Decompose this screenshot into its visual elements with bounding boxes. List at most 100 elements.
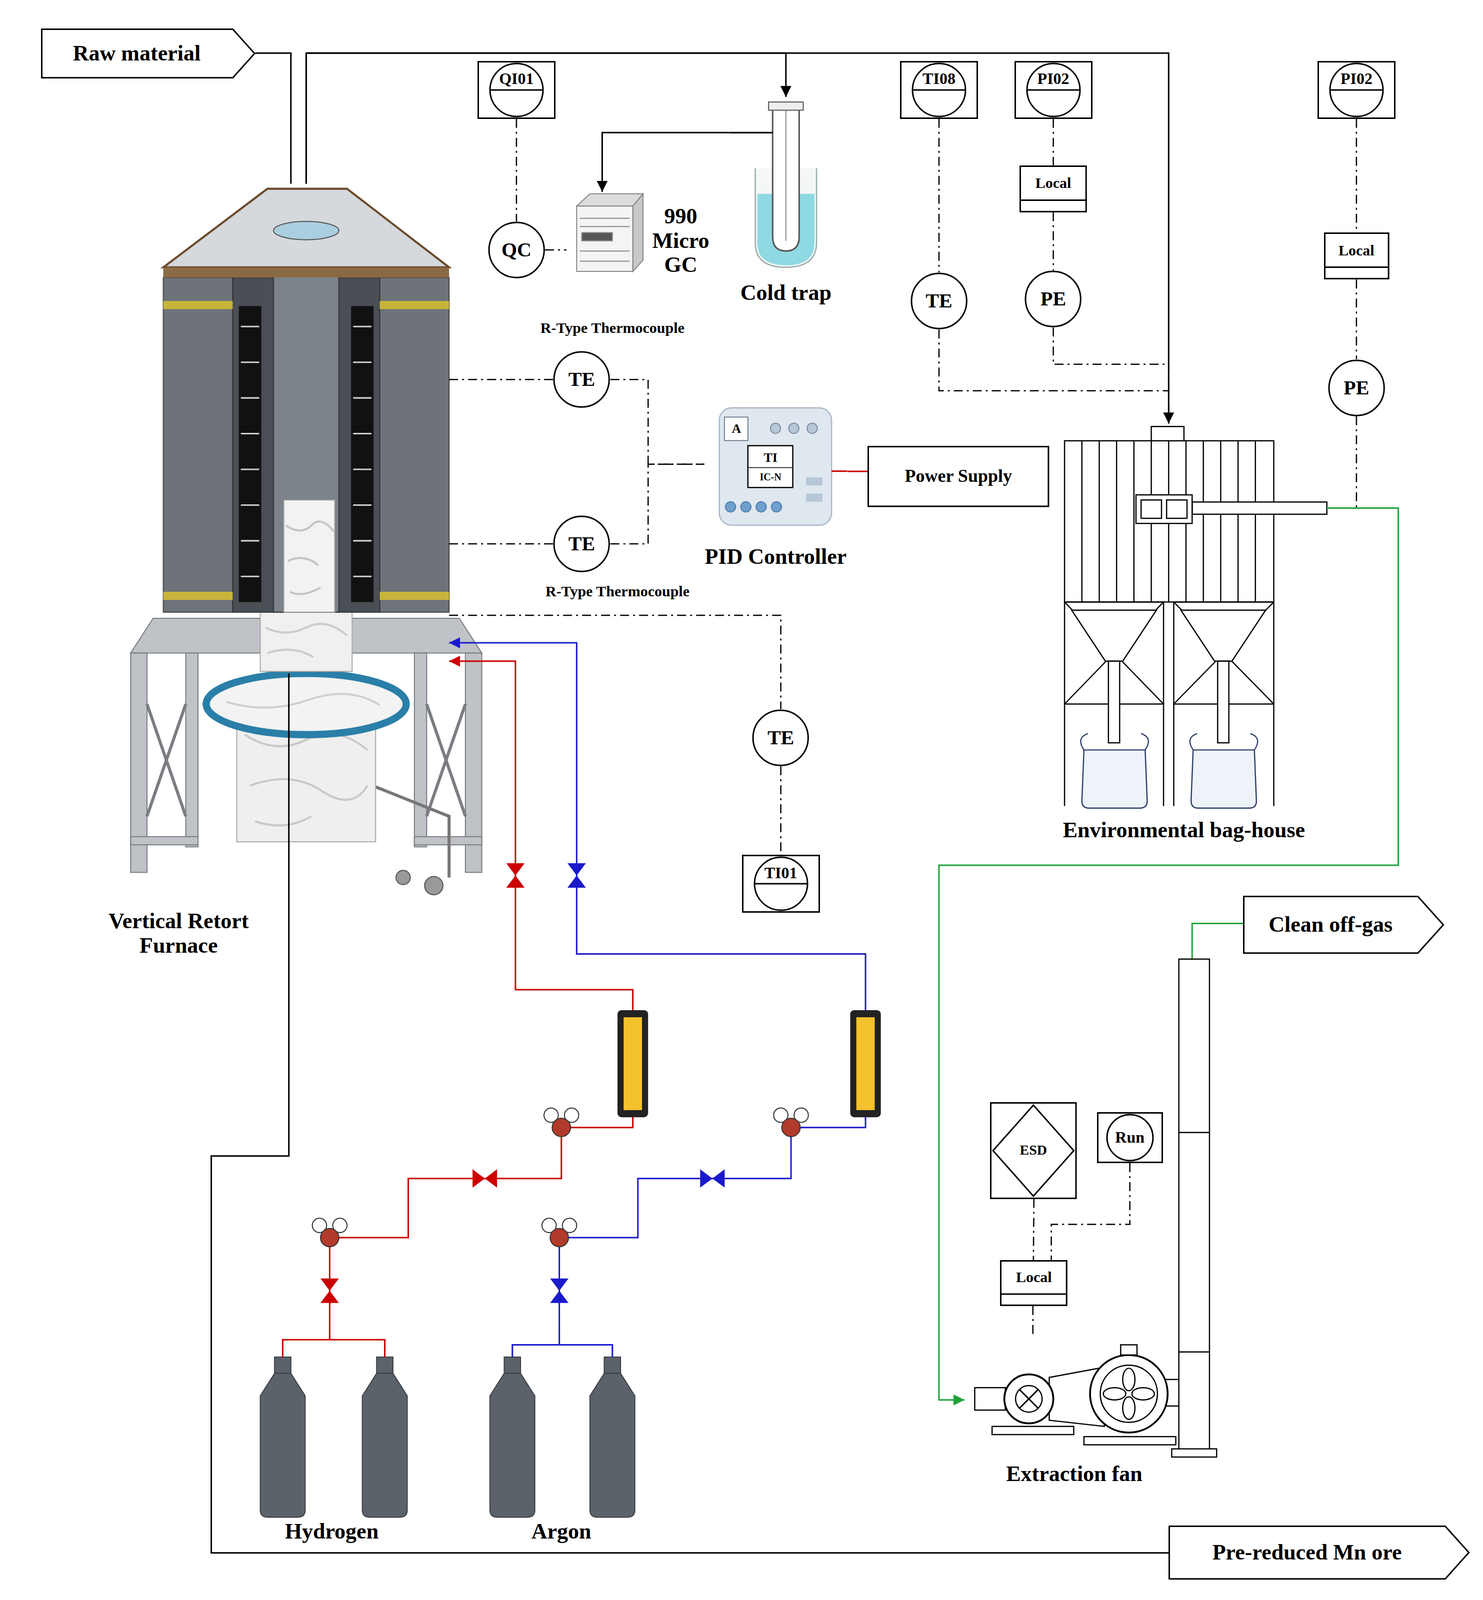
baghouse-outline <box>1041 423 1327 847</box>
pid-controller-shape <box>807 423 818 434</box>
connector <box>939 329 1169 424</box>
controller-circle-shape <box>489 222 544 278</box>
heating-element-rungs <box>353 468 372 470</box>
furnace-chamber <box>379 592 449 600</box>
extraction-fan-drawing <box>1122 1397 1135 1420</box>
power-supply-box: Power Supply <box>867 446 1049 507</box>
connector <box>449 543 553 545</box>
valve <box>567 863 586 888</box>
extraction-fan: Extraction fan <box>964 1337 1184 1492</box>
furnace-chamber <box>163 189 450 268</box>
pid-controller-shape <box>789 423 799 434</box>
baghouse-drawing <box>1202 441 1204 603</box>
baghouse-drawing <box>1173 704 1174 806</box>
gas-cylinders: Hydrogen <box>250 1332 414 1547</box>
furnace-chamber <box>379 301 449 309</box>
local-panel-shape <box>1019 199 1087 201</box>
extraction-fan-drawing <box>1019 1390 1038 1409</box>
connector <box>847 471 868 473</box>
indicator-bubble-shape <box>742 855 819 912</box>
node-label: Local <box>1035 174 1072 191</box>
connector <box>211 673 1169 1554</box>
gas-manifold <box>558 1332 560 1346</box>
indicator-bubble-outline <box>1317 61 1396 119</box>
emergency-stop: ESD <box>990 1102 1077 1200</box>
cold-trap-drawing <box>785 106 787 241</box>
baghouse-drawing <box>1064 426 1327 808</box>
gas-cylinders-outline <box>250 1332 414 1547</box>
extraction-fan-drawing <box>1132 1388 1155 1400</box>
run-indicator-shape <box>1097 1113 1162 1163</box>
extraction-fan-drawing <box>1004 1375 1054 1424</box>
furnace-chamber <box>273 245 339 613</box>
local-panel-shape <box>1000 1293 1068 1295</box>
retort-furnace: Vertical Retort Furnace <box>163 183 450 674</box>
sensor-element: TE <box>752 709 809 767</box>
baghouse-drawing <box>1136 495 1192 524</box>
sensor-element: PE <box>1024 270 1082 328</box>
sensor-element: PE <box>1328 359 1385 417</box>
cold-trap: Cold trap <box>730 97 843 309</box>
node-label: QC <box>501 239 532 261</box>
pressure-regulator <box>782 1118 801 1137</box>
charge-vessel <box>206 673 406 735</box>
furnace-stand <box>130 837 198 845</box>
gas-chromatograph-drawing <box>579 250 630 252</box>
local-panel: Local <box>1324 232 1390 280</box>
gas-chromatograph-drawing <box>576 194 643 206</box>
extraction-fan-drawing <box>1084 1437 1176 1445</box>
gas-chromatograph-drawing <box>633 194 643 272</box>
local-panel: Local <box>1019 165 1087 213</box>
node-label: IC-N <box>750 468 791 486</box>
charge-vessel <box>265 624 347 657</box>
baghouse-drawing <box>1108 661 1120 743</box>
baghouse-drawing <box>1071 610 1156 662</box>
output-tag: Pre-reduced Mn ore <box>1168 1526 1470 1580</box>
indicator-bubble-shape <box>1015 61 1092 118</box>
indicator-bubble: PI02 <box>1014 61 1093 119</box>
baghouse-drawing <box>1237 441 1239 603</box>
heating-element-rungs <box>241 361 260 363</box>
node-label: Pre-reduced Mn ore <box>1212 1541 1402 1565</box>
pressure-regulator <box>312 1108 809 1248</box>
node-label: Power Supply <box>905 466 1012 487</box>
node-label: Run <box>1115 1129 1145 1147</box>
extraction-fan-drawing <box>1122 1368 1135 1391</box>
gas-chromatograph-drawing <box>576 194 643 272</box>
node-label: PI02 <box>1037 70 1070 88</box>
stack <box>1179 1132 1210 1134</box>
node-label: PE <box>1040 288 1066 310</box>
heating-element-rungs <box>241 397 260 399</box>
furnace-chamber <box>286 521 334 594</box>
node-label: ESD <box>1020 1143 1047 1159</box>
furnace-cart <box>396 870 411 885</box>
heating-element-rungs <box>353 361 372 363</box>
gas-cylinder <box>504 1357 521 1374</box>
furnace-stand <box>186 653 198 847</box>
node-label: TI <box>750 449 791 468</box>
gas-cylinder <box>260 1357 635 1518</box>
extraction-fan-drawing <box>1019 1390 1038 1409</box>
gas-chromatograph: 990 Micro GC <box>566 192 715 288</box>
furnace-chamber <box>163 592 233 600</box>
indicator-bubble-shape <box>754 857 808 911</box>
node-label: Hydrogen <box>240 1517 424 1546</box>
connector <box>1356 119 1358 233</box>
stack <box>1171 959 1217 1458</box>
furnace-chamber <box>163 277 233 613</box>
baghouse-drawing <box>1141 500 1162 519</box>
valve <box>700 1169 725 1188</box>
gas-manifold <box>329 1332 331 1340</box>
stack <box>1179 1351 1210 1353</box>
furnace-chamber <box>239 306 262 602</box>
heating-element-rungs <box>241 326 260 328</box>
baghouse-drawing <box>1082 750 1148 808</box>
baghouse-drawing <box>1192 502 1327 514</box>
rotameter <box>623 1017 642 1111</box>
indicator-bubble-shape <box>1027 63 1080 117</box>
furnace-chamber <box>283 500 335 613</box>
illustration <box>130 102 1327 1518</box>
